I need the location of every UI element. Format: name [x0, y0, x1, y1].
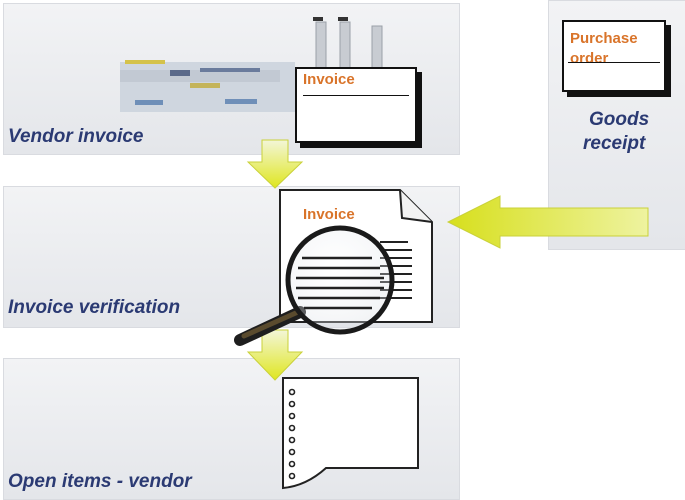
- perforated-list-icon: [282, 377, 419, 490]
- open-items-label: Open items - vendor: [8, 471, 192, 492]
- purchase-order-title-line1: Purchase: [570, 30, 638, 47]
- invoice-verification-label: Invoice verification: [8, 297, 181, 318]
- vendor-invoice-document: Invoice: [295, 67, 417, 143]
- arrow-down-icon: [246, 139, 304, 189]
- vendor-invoice-label: Vendor invoice: [8, 126, 144, 147]
- vendor-invoice-doc-title: Invoice: [303, 71, 355, 88]
- divider: [568, 62, 660, 63]
- goods-receipt-label-line2: receipt: [583, 133, 646, 154]
- arrow-left-icon: [446, 195, 649, 249]
- purchase-order-title-line2: order: [570, 50, 609, 67]
- magnifier-icon: [234, 225, 395, 346]
- goods-receipt-label-line1: Goods: [589, 109, 650, 130]
- verification-invoice-doc-title: Invoice: [303, 206, 355, 223]
- purchase-order-document: Purchase order: [562, 20, 666, 92]
- divider: [303, 95, 409, 96]
- factory-icon: [120, 17, 383, 112]
- arrow-down-icon: [246, 329, 304, 381]
